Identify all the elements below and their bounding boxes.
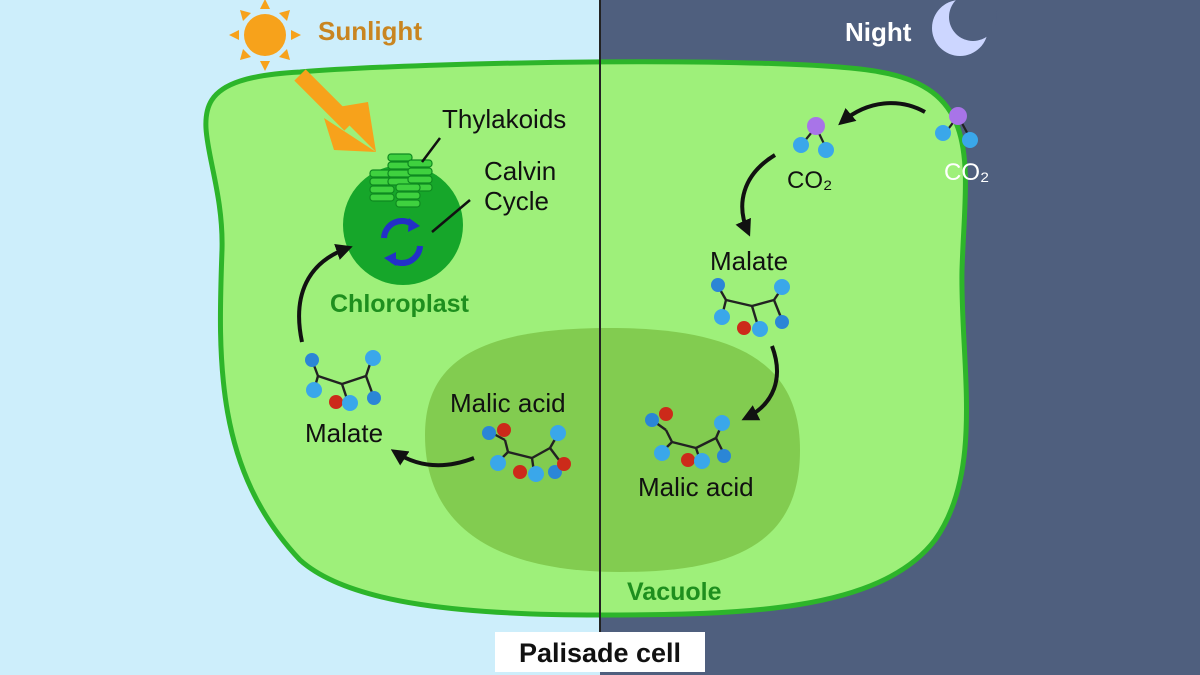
arrow-co2-to-malate bbox=[735, 153, 777, 237]
caption-box bbox=[495, 632, 705, 672]
thylakoids-label: Thylakoids bbox=[442, 104, 566, 134]
chloroplast bbox=[343, 153, 463, 285]
palisade-cell-caption: Palisade cell bbox=[519, 638, 681, 668]
co2-label-outside: CO₂ bbox=[944, 159, 989, 186]
moon-icon bbox=[932, 0, 997, 56]
malic-acid-label-left: Malic acid bbox=[450, 388, 566, 418]
calvin-label-line2: Cycle bbox=[484, 186, 549, 216]
co2-molecule-outside bbox=[935, 107, 978, 148]
chloroplast-label: Chloroplast bbox=[330, 290, 470, 318]
sun-icon bbox=[229, 0, 301, 71]
malate-molecule-left bbox=[305, 350, 381, 411]
arrow-malic-to-malate bbox=[390, 449, 475, 468]
arrow-malate-to-chloroplast bbox=[297, 243, 353, 343]
vacuole bbox=[425, 328, 800, 572]
co2-molecule-inside bbox=[793, 117, 834, 158]
sunlight-arrow bbox=[294, 69, 376, 152]
thylakoid-stacks bbox=[369, 153, 433, 208]
calvin-label-line1: Calvin bbox=[484, 156, 556, 186]
night-label: Night bbox=[845, 17, 912, 47]
vacuole-label: Vacuole bbox=[627, 578, 722, 606]
arrow-malate-to-vacuole bbox=[741, 345, 779, 421]
calvin-pointer bbox=[431, 199, 471, 233]
malic-acid-label-right: Malic acid bbox=[638, 472, 754, 502]
malate-label-left: Malate bbox=[305, 418, 383, 448]
malic-acid-molecule-right bbox=[645, 407, 731, 469]
thylakoid-pointer bbox=[421, 137, 441, 163]
malic-acid-molecule-left bbox=[482, 423, 571, 482]
malate-label-right: Malate bbox=[710, 246, 788, 276]
arrow-co2-entry bbox=[838, 101, 926, 126]
co2-label-inside: CO₂ bbox=[787, 167, 832, 194]
malate-molecule-right bbox=[711, 278, 790, 337]
sunlight-label: Sunlight bbox=[318, 16, 422, 46]
